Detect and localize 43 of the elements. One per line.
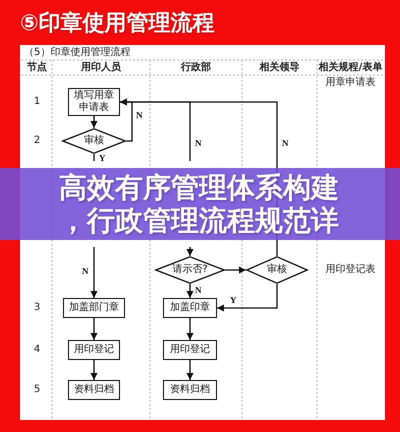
column-header: 行政部 <box>181 62 211 74</box>
column-header: 相关规程/表单 <box>318 62 382 74</box>
arrow <box>90 360 98 380</box>
decision-diamond: 请示否? <box>155 256 225 284</box>
form-name: 用印登记表 <box>326 264 376 276</box>
column-header: 节点 <box>27 62 47 74</box>
column-header: 用印人员 <box>81 62 121 74</box>
title: ⑤印章使用管理流程 <box>20 11 215 37</box>
arrow <box>186 247 194 256</box>
process-box: 资料归档 <box>163 380 217 400</box>
edge-label: N <box>135 110 144 120</box>
process-box: 加盖部门章 <box>63 298 125 318</box>
arrow <box>90 247 98 298</box>
decision-diamond: 审核 <box>246 256 308 284</box>
form-name: 用章申请表 <box>326 77 376 89</box>
decision-diamond: 审核 <box>62 128 126 154</box>
edge-label: Y <box>98 153 106 163</box>
arrow <box>186 360 194 380</box>
connector-line <box>93 154 95 161</box>
arrow <box>90 318 98 340</box>
step-number: 3 <box>34 302 40 314</box>
edge-label: Y <box>229 295 238 305</box>
process-box: 加盖印章 <box>163 298 217 318</box>
step-number: 4 <box>34 344 40 356</box>
banner-text: 高效有序管理体系构建，行政管理流程规范详 <box>59 171 340 237</box>
process-box: 资料归档 <box>68 380 120 400</box>
step-number: 5 <box>34 384 40 396</box>
arrow <box>186 284 194 298</box>
process-box: 用印登记 <box>68 340 120 360</box>
arrow <box>225 266 246 274</box>
arrow <box>90 116 98 128</box>
process-box: 用印登记 <box>163 340 217 360</box>
column-header: 相关领导 <box>260 62 300 74</box>
step-number: 2 <box>34 135 40 147</box>
step-number: 1 <box>34 96 40 108</box>
arrow <box>217 284 278 312</box>
process-box: 填写用章申请表 <box>68 88 120 116</box>
arrow <box>186 318 194 340</box>
edge-label: N <box>194 138 202 148</box>
subtitle: （5）印章使用管理流程 <box>24 47 130 59</box>
edge-label: N <box>194 285 202 295</box>
edge-label: N <box>81 266 90 276</box>
edge-label: N <box>281 138 290 148</box>
